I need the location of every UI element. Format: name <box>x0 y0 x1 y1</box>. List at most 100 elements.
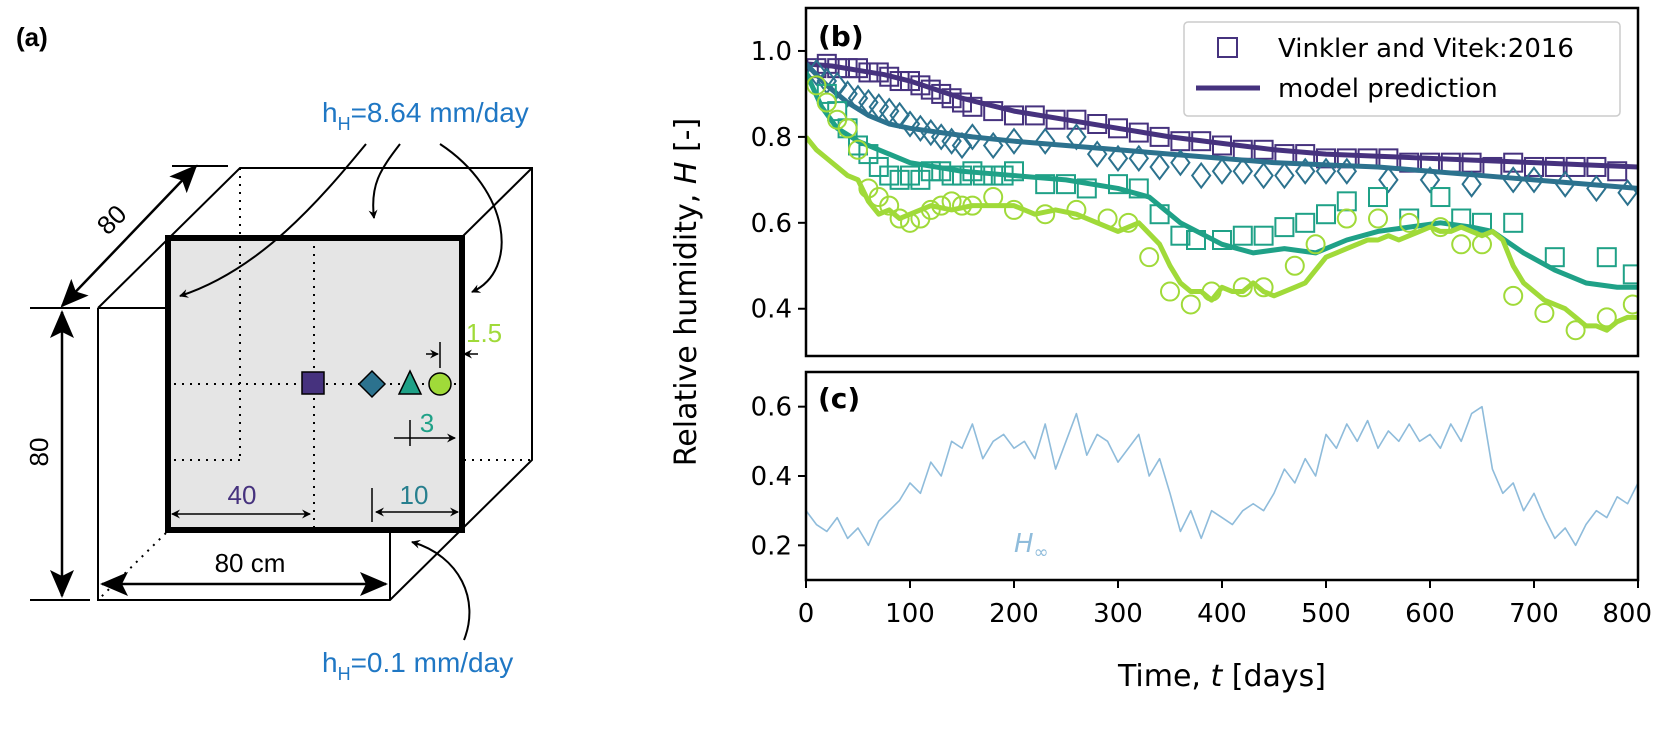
series-40-measured-point <box>1524 156 1544 177</box>
series-10-measured-point <box>899 110 921 138</box>
series-10-measured-point <box>910 114 931 142</box>
series-10-measured-point <box>1170 149 1191 177</box>
series-10-measured-point <box>1003 127 1025 155</box>
series-3-measured-point <box>1295 212 1316 233</box>
series-1.5-measured-point <box>806 75 827 96</box>
series-10-measured-point <box>1232 157 1254 185</box>
series-10-measured-point <box>1336 157 1358 185</box>
series-10-measured-point <box>1066 123 1087 151</box>
series-10-measured-point <box>1274 161 1295 190</box>
series-10-measured-point <box>1419 166 1441 194</box>
series-3-measured-point <box>1004 161 1024 182</box>
y-tick-label: 0.4 <box>751 295 792 325</box>
panel-b-chart: 0.40.60.81.0 (b) Vinkler and Vitek:2016 … <box>751 6 1640 358</box>
dim-height-label: 80 <box>24 438 54 467</box>
series-10-measured-point <box>1378 166 1399 194</box>
series-10-measured-point <box>826 71 848 100</box>
series-1.5-measured-point <box>1336 208 1357 229</box>
legend-box <box>1183 21 1621 117</box>
series-10-measured-point <box>1253 161 1274 190</box>
series-3-measured-point <box>889 169 910 190</box>
series-40-measured-point <box>983 101 1004 122</box>
series-1.5-measured-point <box>1565 320 1586 341</box>
x-tick-label: 100 <box>885 599 935 629</box>
dim-1-5-label: 1.5 <box>466 318 502 348</box>
legend-entry-measured: Vinkler and Vitek:2016 <box>1278 34 1574 64</box>
series-1.5-model-line <box>806 135 1638 333</box>
series-1.5-measured-point <box>1139 247 1160 268</box>
series-10-measured-point <box>1149 153 1170 181</box>
series-3-measured-point <box>1336 191 1357 212</box>
y-tick-label: 0.2 <box>751 531 792 561</box>
y-tick-label: 0.6 <box>751 393 792 423</box>
legend: Vinkler and Vitek:2016 model prediction <box>1183 21 1621 117</box>
sensor-3-triangle <box>397 369 423 395</box>
y-axis-label: Relative humidity, H [-] <box>669 118 704 466</box>
series-40-measured-point <box>1004 105 1024 126</box>
series-10-measured-point <box>1586 174 1607 203</box>
y-tick-label: 0.8 <box>751 123 792 153</box>
series-3-measured-point <box>1108 174 1128 195</box>
series-1.5-measured-point <box>1596 307 1617 328</box>
series-1.5-measured-point <box>848 139 868 160</box>
series-40-measured-point <box>1544 156 1565 177</box>
series-1.5-measured-point <box>1160 281 1180 302</box>
series-10-measured-point <box>1034 127 1056 155</box>
series-3-measured-point <box>900 165 920 186</box>
dim-depth-arrow <box>60 164 198 308</box>
series-10-measured-point <box>837 80 858 108</box>
legend-entry-model: model prediction <box>1278 74 1498 104</box>
series-3-measured-point <box>1316 204 1336 225</box>
top-flux-arrow-right <box>439 143 503 293</box>
series-3-measured-point <box>1076 178 1097 199</box>
series-3-measured-point <box>1622 264 1638 285</box>
series-3-measured-point <box>1596 247 1617 268</box>
series-40-measured-point <box>1440 152 1461 173</box>
series-3-measured-point <box>952 165 972 186</box>
sensor-10-diamond <box>357 369 387 399</box>
y-tick-label: 1.0 <box>751 37 792 67</box>
series-1.5-measured-point <box>1284 255 1305 276</box>
series-1.5-measured-point <box>1180 294 1201 315</box>
top-flux-arrow-left <box>179 143 367 298</box>
top-flux-label: hH=8.64 mm/day <box>322 97 529 134</box>
series-3-measured-point <box>920 161 941 182</box>
h-infinity-line <box>806 405 1638 547</box>
series-10-measured-point <box>1211 157 1233 185</box>
series-3-measured-point <box>1253 225 1274 246</box>
series-1.5-measured-point <box>1368 208 1388 229</box>
series-1.5-measured-point <box>1451 234 1472 255</box>
y-tick-label: 0.6 <box>751 209 792 239</box>
sensor-1-5-circle <box>428 372 452 396</box>
panel-c-y-axis: 0.20.40.6 <box>751 393 806 561</box>
x-tick-label: 300 <box>1093 599 1143 629</box>
x-tick-label: 0 <box>798 599 815 629</box>
panel-b-frame <box>804 6 1640 358</box>
panel-a-schematic: (a) 80 80 <box>16 22 533 684</box>
series-40-model-line <box>806 61 1638 170</box>
legend-marker-measured <box>1217 37 1238 58</box>
series-10-measured-point <box>962 123 983 151</box>
series-40-measured-point <box>1607 161 1628 182</box>
x-axis-label: Time, t [days] <box>1117 659 1326 694</box>
series-3-measured-point <box>879 165 900 186</box>
series-1.5-measured-point <box>1503 285 1524 306</box>
series-1.5-measured-point <box>1534 303 1555 324</box>
series-3-measured-point <box>1472 212 1492 233</box>
series-1.5-measured-point <box>1622 294 1638 315</box>
x-tick-label: 500 <box>1301 599 1351 629</box>
series-10-measured-point <box>1617 179 1638 207</box>
series-1.5-measured-point <box>837 118 858 139</box>
series-1.5-measured-point <box>889 208 910 229</box>
series-10-measured-point <box>1107 144 1129 173</box>
dim-40-label: 40 <box>228 480 257 510</box>
series-40-measured-point <box>962 96 983 117</box>
top-flux-arrow-center <box>368 143 401 219</box>
series-3-measured-point <box>1368 187 1388 208</box>
dim-10-label: 10 <box>400 480 429 510</box>
series-3-measured-point <box>1035 174 1056 195</box>
panel-c-frame <box>804 370 1640 582</box>
dim-width-label: 80 cm <box>215 548 286 578</box>
